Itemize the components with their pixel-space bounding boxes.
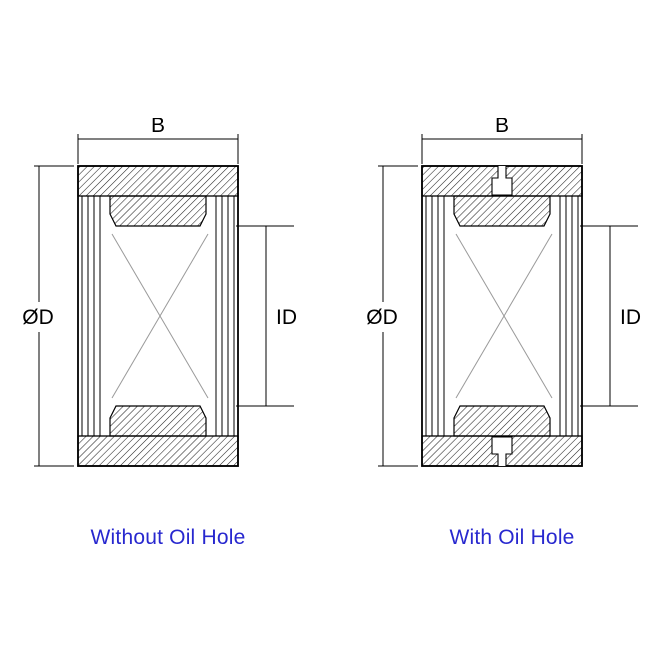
figure-caption-with-oil-hole: With Oil Hole [449,526,575,549]
dimension-id [580,225,638,407]
dimension-b [421,134,583,164]
roller-cage-lines [81,196,235,436]
dim-label-id: ID [620,306,641,329]
roller-cage-lines [425,196,579,436]
dim-label-b: B [151,118,165,137]
bearing-drawing-without-oil-hole: B ØD ID [22,118,297,467]
dim-label-id: ID [276,306,297,329]
dim-label-od: ØD [22,306,54,329]
dim-label-b: B [495,118,509,137]
dimension-od [378,165,418,467]
centerlines [455,233,553,399]
outer-ring [77,165,239,467]
needle-rollers [109,195,207,437]
oil-hole [491,166,513,466]
dimension-id [236,225,294,407]
outer-ring [421,165,583,467]
figure-caption-without-oil-hole: Without Oil Hole [90,526,246,549]
centerlines [111,233,209,399]
bearing-drawing-with-oil-hole: B ØD ID [366,118,641,467]
needle-rollers [453,195,551,437]
dimension-od [34,165,74,467]
dimension-b [77,134,239,164]
bearing-figure-without-oil-hole: B ØD ID Without Oil Hole [8,118,328,550]
bearing-figure-with-oil-hole: B ØD ID With Oil Hole [352,118,670,550]
dim-label-od: ØD [366,306,398,329]
